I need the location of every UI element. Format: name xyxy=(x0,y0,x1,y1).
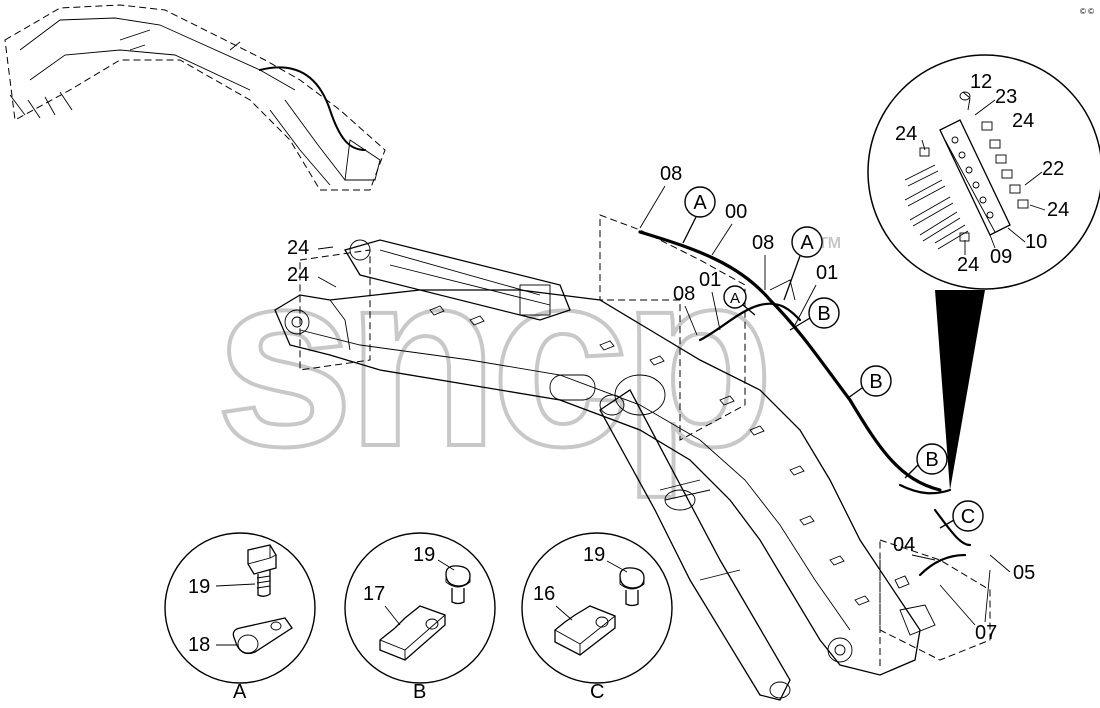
detail-c: 19 16 C xyxy=(521,532,673,703)
callout-24-a: 24 xyxy=(287,237,309,259)
balloon-a-right: A xyxy=(783,226,823,301)
detail-b-caption: B xyxy=(413,681,426,703)
manifold-label-10: 10 xyxy=(1025,231,1047,253)
callout-07: 07 xyxy=(975,622,997,644)
corner-mark: © © xyxy=(1080,7,1094,16)
svg-text:B: B xyxy=(817,303,830,325)
callout-01-a: 01 xyxy=(699,269,721,291)
section-planes xyxy=(299,214,991,670)
manifold-label-22: 22 xyxy=(1042,158,1064,180)
manifold-label-24-b: 24 xyxy=(1012,110,1034,132)
detail-c-label-16: 16 xyxy=(533,583,555,605)
manifold-label-12: 12 xyxy=(970,71,992,93)
balloon-b-2: B xyxy=(847,365,892,399)
detail-a-caption: A xyxy=(233,681,247,703)
detail-b-label-17: 17 xyxy=(363,583,385,605)
part-callouts: 08 00 08 01 01 08 24 24 04 05 07 xyxy=(287,163,1035,644)
callout-08: 08 xyxy=(660,163,682,185)
balloon-markers: A A A B B B C xyxy=(682,186,984,532)
detail-pointer xyxy=(935,290,985,490)
overview-thumbnail xyxy=(4,4,386,191)
manifold-label-23: 23 xyxy=(995,86,1017,108)
detail-b-label-19: 19 xyxy=(413,544,435,566)
balloon-b-3: B xyxy=(904,443,948,479)
manifold-label-24-c: 24 xyxy=(1047,199,1069,221)
detail-a-label-18: 18 xyxy=(188,634,210,656)
callout-08-c: 08 xyxy=(673,283,695,305)
detail-a-label-19: 19 xyxy=(188,576,210,598)
detail-b: 19 17 B xyxy=(344,532,496,703)
watermark-tm: TM xyxy=(818,235,841,252)
manifold-label-24-a: 24 xyxy=(895,123,917,145)
watermark: sncp TM xyxy=(213,217,841,500)
callout-08-b: 08 xyxy=(752,232,774,254)
svg-text:A: A xyxy=(693,192,707,214)
svg-text:B: B xyxy=(925,449,938,471)
balloon-c: C xyxy=(939,500,984,532)
callout-04: 04 xyxy=(893,534,915,556)
balloon-a-small: A xyxy=(723,285,756,316)
detail-c-caption: C xyxy=(590,681,604,703)
manifold-label-09: 09 xyxy=(990,246,1012,268)
hose-routing xyxy=(638,230,972,577)
detail-c-label-19: 19 xyxy=(583,544,605,566)
balloon-b-1: B xyxy=(789,297,840,331)
detail-a: 19 18 A xyxy=(164,532,316,703)
svg-text:A: A xyxy=(730,290,740,307)
svg-text:A: A xyxy=(800,232,814,254)
svg-text:C: C xyxy=(961,506,975,528)
manifold-label-24-d: 24 xyxy=(957,254,979,276)
callout-24-b: 24 xyxy=(287,264,309,286)
callout-01-b: 01 xyxy=(816,262,838,284)
detail-manifold: 12 23 24 24 22 24 10 09 24 xyxy=(867,54,1100,490)
watermark-text: sncp xyxy=(215,219,767,498)
callout-00: 00 xyxy=(725,201,747,223)
boom-assembly xyxy=(274,239,936,701)
svg-text:B: B xyxy=(869,371,882,393)
callout-05: 05 xyxy=(1013,562,1035,584)
balloon-a-upper: A xyxy=(682,186,716,244)
